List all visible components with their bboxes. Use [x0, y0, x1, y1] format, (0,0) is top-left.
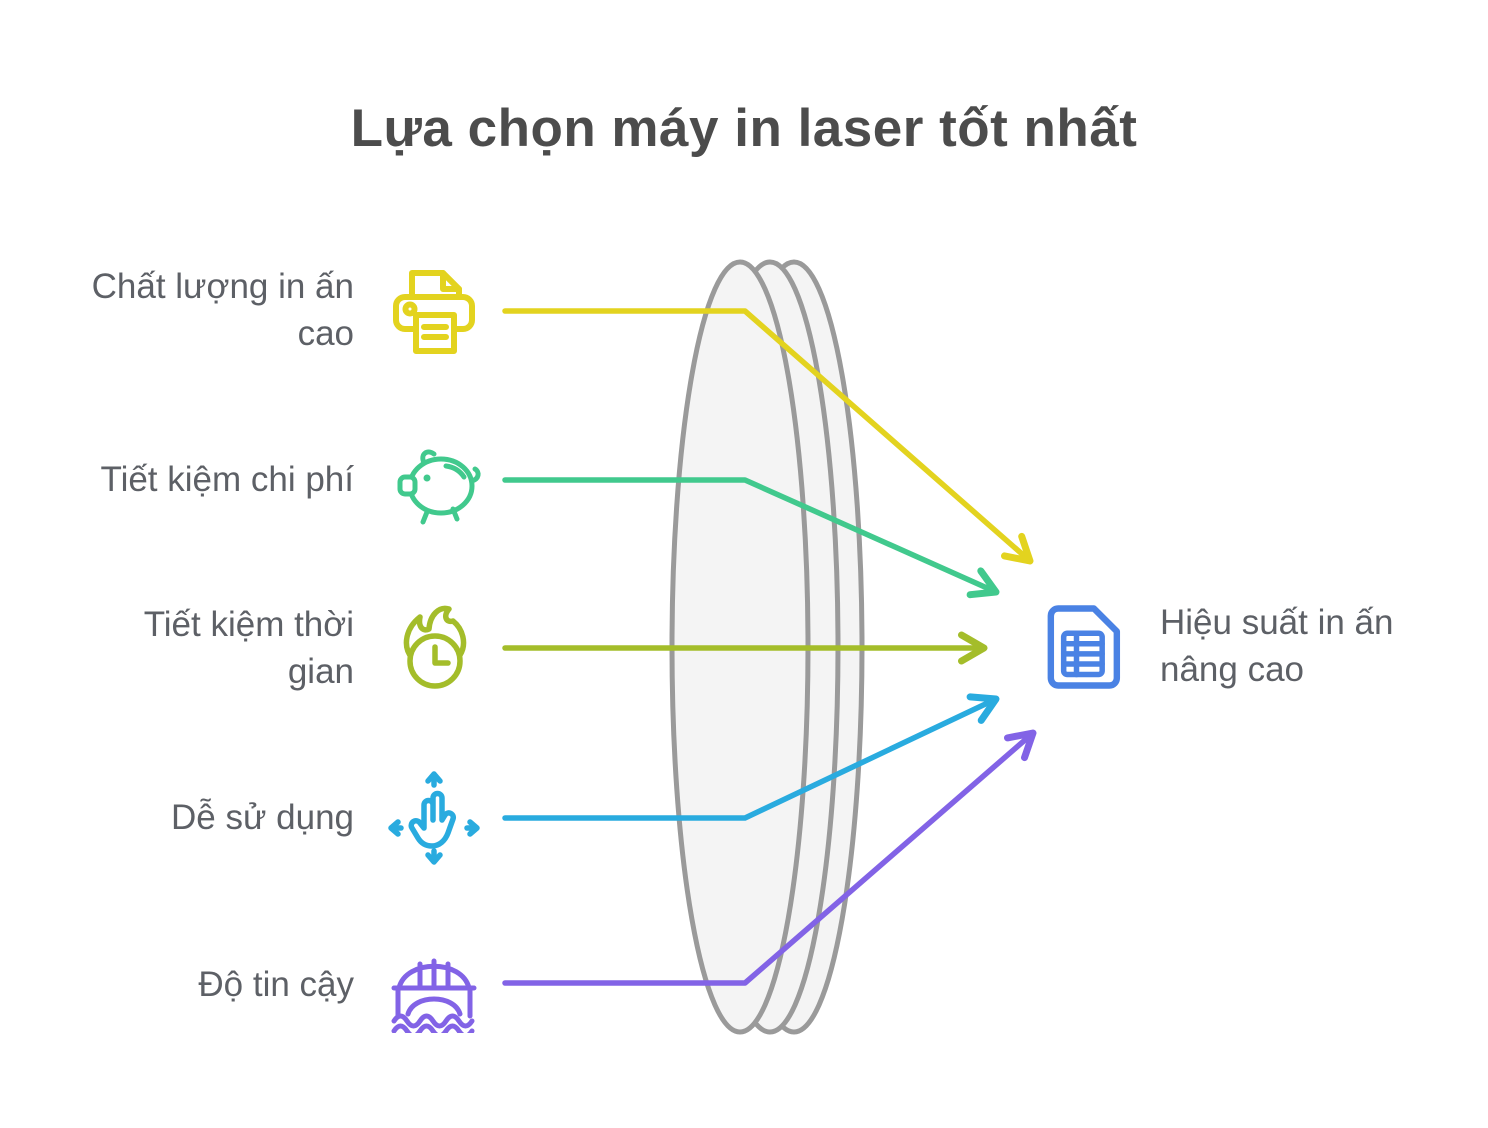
arrow-cost-saving	[502, 477, 1000, 599]
factor-item-ease-of-use: Dễ sử dụng	[171, 770, 482, 866]
arrow-ease-of-use	[502, 693, 1000, 821]
outcome-item: Hiệu suất in ấn nâng cao	[1038, 598, 1460, 696]
factor-item-time-saving: Tiết kiệm thời gian	[102, 601, 482, 697]
arrow-print-quality	[502, 308, 1034, 565]
factor-item-reliability: Độ tin cậy	[198, 937, 482, 1033]
outcome-label: Hiệu suất in ấn nâng cao	[1160, 603, 1394, 689]
factor-label: Chất lượng in ấn cao	[91, 267, 354, 353]
factor-label: Độ tin cậy	[198, 964, 354, 1004]
document-table-icon	[1038, 598, 1126, 696]
piggy-bank-icon	[386, 432, 482, 528]
factor-label: Tiết kiệm chi phí	[100, 459, 354, 499]
swipe-hand-icon	[386, 770, 482, 866]
factor-label: Tiết kiệm thời gian	[143, 605, 354, 691]
arrow-time-saving	[502, 631, 988, 665]
factor-item-cost-saving: Tiết kiệm chi phí	[100, 432, 482, 528]
page-title: Lựa chọn máy in laser tốt nhất	[350, 99, 1138, 158]
flame-clock-icon	[386, 601, 482, 697]
factor-item-print-quality: Chất lượng in ấn cao	[54, 263, 482, 359]
factor-label: Dễ sử dụng	[171, 797, 354, 837]
bridge-icon	[386, 937, 482, 1033]
arrow-reliability	[502, 729, 1037, 986]
printer-icon	[386, 263, 482, 359]
